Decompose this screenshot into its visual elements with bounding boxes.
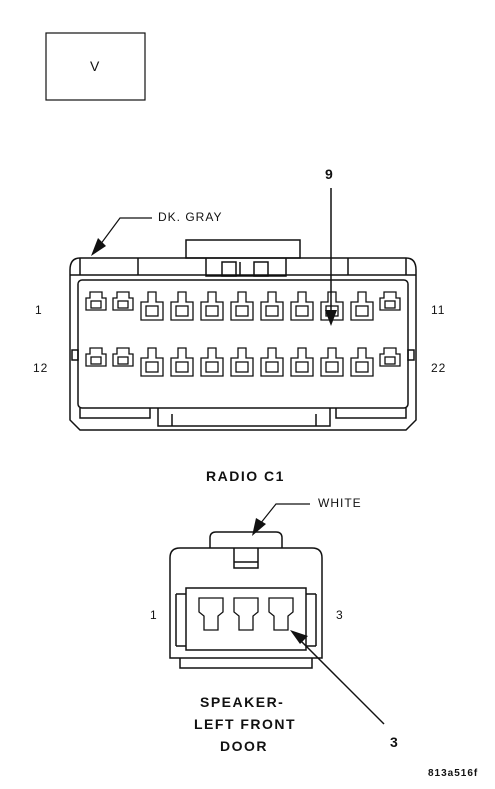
radio-cavity-top-5: [260, 291, 284, 321]
pin-9-arrowhead: [325, 310, 337, 326]
dk-gray-arrowhead: [91, 238, 106, 256]
radio-cavity-small-bottom-3: [379, 347, 401, 367]
radio-cavity-bottom-6: [290, 347, 314, 377]
pin-3-arrowhead: [290, 630, 308, 644]
radio-cavity-bottom-1: [140, 347, 164, 377]
radio-cavity-top-8-inner: [355, 305, 369, 317]
radio-cavity-bottom-2-inner: [175, 361, 189, 373]
radio-cavity-top-2: [170, 291, 194, 321]
speaker-pin-3-label: 3: [336, 608, 344, 622]
radio-cavity-bottom-4-inner: [235, 361, 249, 373]
radio-cavity-bottom-3-inner: [205, 361, 219, 373]
radio-cavity-small-top-1: [85, 291, 107, 311]
speaker-cavity-1: [198, 597, 224, 631]
radio-connector-title: RADIO C1: [206, 468, 285, 484]
radio-cavity-top-8: [350, 291, 374, 321]
radio-cavity-small-top-1-inner: [90, 300, 102, 309]
radio-cavity-small-top-2: [112, 291, 134, 311]
radio-cavity-small-bottom-3-inner: [384, 356, 396, 365]
radio-c1-connector: [69, 239, 417, 431]
radio-cavity-top-4-inner: [235, 305, 249, 317]
radio-cavity-bottom-5-inner: [265, 361, 279, 373]
white-wire-label: WHITE: [318, 496, 362, 510]
speaker-pin-1-label: 1: [150, 608, 158, 622]
radio-cavity-bottom-7-inner: [325, 361, 339, 373]
radio-cavity-top-2-inner: [175, 305, 189, 317]
radio-cavity-bottom-4: [230, 347, 254, 377]
radio-cavity-small-bottom-2-inner: [117, 356, 129, 365]
radio-cavity-top-5-inner: [265, 305, 279, 317]
radio-cavity-bottom-3: [200, 347, 224, 377]
radio-cavity-top-6-inner: [295, 305, 309, 317]
radio-cavity-bottom-1-inner: [145, 361, 159, 373]
dk-gray-wire-label: DK. GRAY: [158, 210, 223, 224]
radio-cavity-small-bottom-2: [112, 347, 134, 367]
speaker-cavity-3: [268, 597, 294, 631]
radio-cavity-top-6: [290, 291, 314, 321]
speaker-title-line-3: DOOR: [220, 738, 268, 754]
radio-cavity-bottom-5: [260, 347, 284, 377]
figure-id: 813a516f: [428, 768, 479, 779]
radio-pin-1-label: 1: [35, 303, 43, 317]
speaker-cavities: [198, 597, 294, 631]
radio-cavity-bottom-6-inner: [295, 361, 309, 373]
speaker-title-line-2: LEFT FRONT: [194, 716, 297, 732]
speaker-connector: [169, 531, 323, 669]
view-box-frame: [45, 32, 146, 101]
radio-cavity-small-top-3: [379, 291, 401, 311]
view-box-label: V: [90, 58, 100, 74]
radio-cavity-small-top-2-inner: [117, 300, 129, 309]
speaker-title-line-1: SPEAKER-: [200, 694, 285, 710]
pin-3-leader: [299, 639, 385, 725]
radio-cavity-small-bottom-1-inner: [90, 356, 102, 365]
radio-cavity-top-7: [320, 291, 344, 321]
radio-cavity-top-4: [230, 291, 254, 321]
speaker-callout-pin: 3: [390, 734, 400, 750]
radio-cavity-bottom-8: [350, 347, 374, 377]
radio-cavity-top-1: [140, 291, 164, 321]
radio-cavity-bottom-2: [170, 347, 194, 377]
radio-cavities: [85, 291, 401, 377]
radio-cavity-bottom-8-inner: [355, 361, 369, 373]
radio-cavity-small-bottom-1: [85, 347, 107, 367]
white-leader: [259, 503, 310, 525]
radio-pin-22-label: 22: [431, 361, 447, 375]
radio-cavity-top-3-inner: [205, 305, 219, 317]
radio-cavity-small-top-3-inner: [384, 300, 396, 309]
radio-cavity-top-1-inner: [145, 305, 159, 317]
radio-cavity-bottom-7: [320, 347, 344, 377]
radio-cavity-top-3: [200, 291, 224, 321]
radio-callout-pin: 9: [325, 166, 335, 182]
radio-pin-12-label: 12: [33, 361, 49, 375]
white-arrowhead: [252, 518, 266, 536]
speaker-cavity-2: [233, 597, 259, 631]
dk-gray-leader: [99, 217, 152, 246]
radio-pin-11-label: 11: [431, 303, 446, 317]
